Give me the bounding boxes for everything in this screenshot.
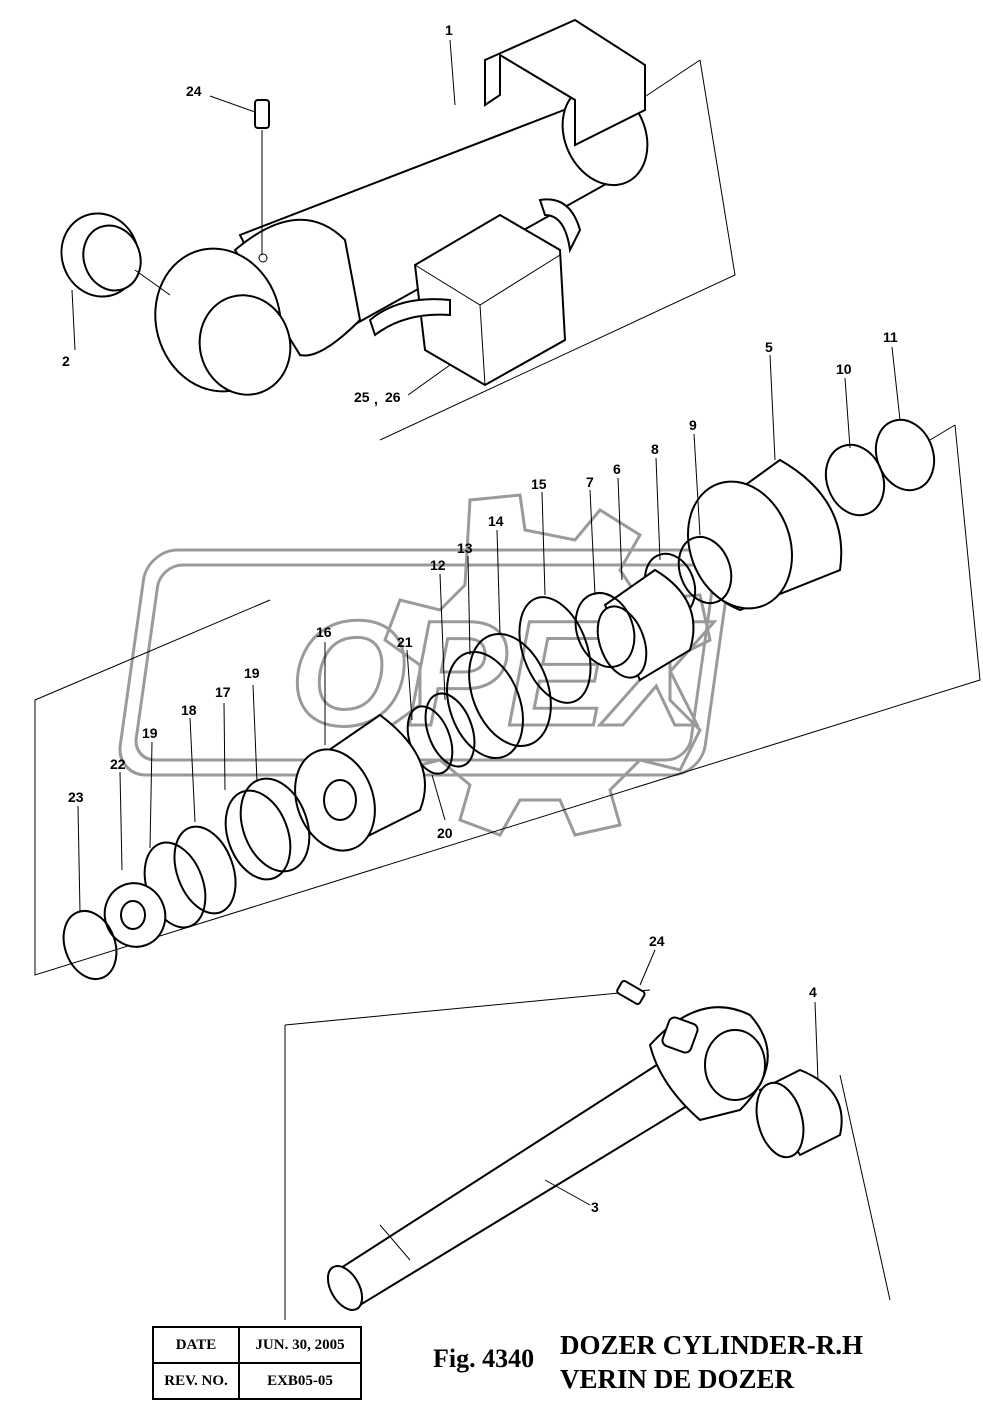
callout-12: 12 [430, 557, 446, 573]
callout-11: 11 [883, 329, 898, 345]
callout-labels: 1 24 2 25 , 26 5 10 11 9 8 6 7 15 14 13 … [62, 22, 898, 1215]
o-ring-part-14 [468, 632, 552, 748]
piston-part-16 [294, 713, 426, 852]
revision-label: REV. NO. [152, 1362, 240, 1400]
callout-16: 16 [316, 624, 332, 640]
callout-22: 22 [110, 756, 126, 772]
callout-10: 10 [836, 361, 852, 377]
callout-14: 14 [488, 513, 504, 529]
callout-5: 5 [765, 339, 773, 355]
revision-info-table: DATE JUN. 30, 2005 REV. NO. EXB05-05 [152, 1326, 362, 1400]
rod-bushing-part-4 [755, 1068, 843, 1159]
bushing-part-2 [60, 212, 142, 298]
callout-24-top: 24 [186, 83, 202, 99]
callout-4: 4 [809, 984, 817, 1000]
callout-13: 13 [457, 540, 473, 556]
snap-ring-part-11 [874, 418, 936, 492]
callout-21: 21 [397, 634, 413, 650]
callout-25: 25 [354, 389, 370, 405]
callout-26: 26 [385, 389, 401, 405]
callout-24-bottom: 24 [649, 933, 665, 949]
ring-part-7 [574, 592, 636, 668]
callout-18: 18 [181, 702, 197, 718]
figure-title-block: DOZER CYLINDER-R.H VERIN DE DOZER [560, 1328, 863, 1396]
callout-19-upper: 19 [244, 665, 260, 681]
ring-part-19-upper [239, 777, 311, 873]
callout-2: 2 [62, 353, 70, 369]
sleeve-part-6 [596, 568, 695, 682]
callout-20: 20 [437, 825, 453, 841]
ring-part-17 [224, 789, 292, 881]
section-frames [34, 59, 981, 1320]
date-value: JUN. 30, 2005 [238, 1326, 362, 1364]
grease-fitting-part-24-top [254, 99, 270, 129]
date-label: DATE [152, 1326, 240, 1364]
seal-part-13 [446, 650, 524, 760]
callout-9: 9 [689, 417, 697, 433]
ring-part-12 [424, 692, 476, 768]
wear-ring-part-18 [173, 825, 237, 915]
callout-6: 6 [613, 461, 621, 477]
revision-value: EXB05-05 [238, 1362, 362, 1400]
cylinder-head-part-5 [687, 458, 843, 612]
callout-7: 7 [586, 474, 594, 490]
snap-ring-part-23 [62, 910, 118, 980]
callout-1: 1 [445, 22, 453, 38]
nut-part-22 [103, 882, 167, 948]
callout-17: 17 [215, 684, 231, 700]
callout-8: 8 [651, 441, 659, 457]
figure-title-english: DOZER CYLINDER-R.H [560, 1330, 864, 1360]
callout-19-lower: 19 [142, 725, 158, 741]
piston-rod-part-3 [326, 1006, 769, 1311]
leader-lines [71, 39, 901, 1206]
backup-ring-part-15 [518, 596, 592, 704]
figure-title-french: VERIN DE DOZER [560, 1364, 795, 1394]
seal-part-9 [677, 535, 733, 605]
callout-23: 23 [68, 789, 84, 805]
grease-fitting-part-24-bottom [616, 980, 646, 1005]
callout-25-26-separator: , [374, 391, 378, 407]
callout-3: 3 [591, 1199, 599, 1215]
cylinder-tube-part-1 [154, 18, 649, 396]
figure-number: Fig. 4340 [433, 1344, 535, 1373]
callout-15: 15 [531, 476, 547, 492]
